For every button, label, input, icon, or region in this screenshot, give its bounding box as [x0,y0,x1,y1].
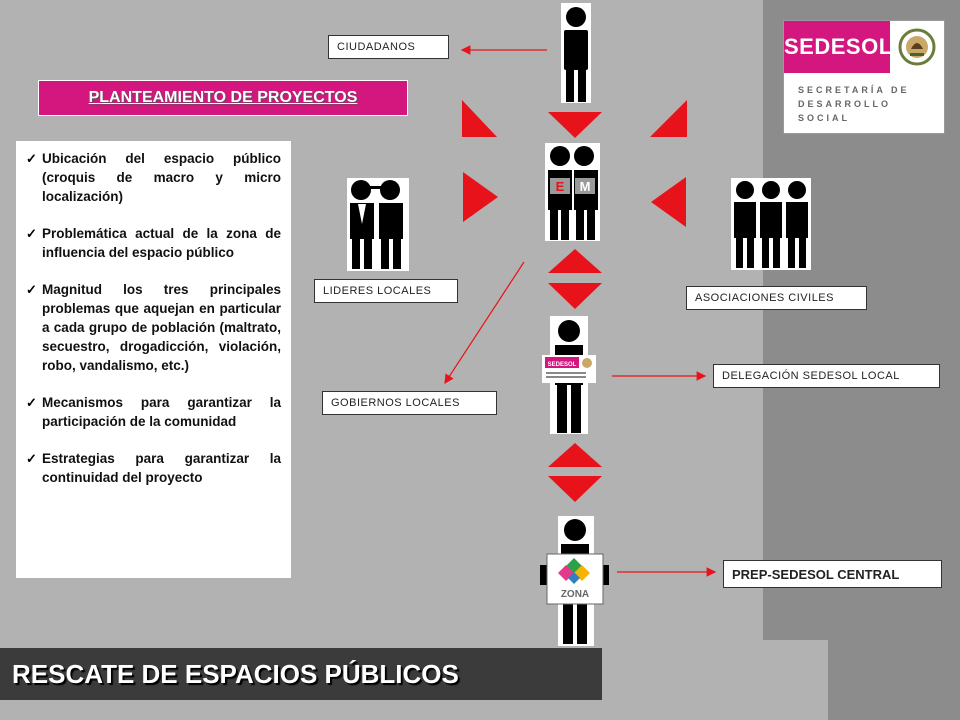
list-item: ✓ Problemática actual de la zona de infl… [26,226,281,260]
arrow-down-triangle [548,112,602,138]
citizen-figure-icon [561,3,591,103]
checkmark-icon: ✓ [26,395,37,410]
label-delegacion-sedesol-local: DELEGACIÓN SEDESOL LOCAL [713,364,940,388]
sedesol-logo: SEDESOL SECRETARÍA DE DESARROLLO SOCIAL [783,20,945,134]
checkmark-icon: ✓ [26,451,37,466]
sign-letter-e: E [556,179,565,194]
arrow-down-triangle [548,476,602,502]
arrow-diagonal-left [462,100,497,137]
leaders-figure-icon [347,178,409,271]
list-item: ✓ Ubicación del espacio público (croquis… [26,151,281,204]
arrow-down-triangle [548,283,602,309]
section-title-box: PLANTEAMIENTO DE PROYECTOS [38,80,408,116]
central-group-figure-icon: E M [545,143,600,241]
arrow-up-triangle [548,443,602,467]
label-asociaciones-civiles: ASOCIACIONES CIVILES [686,286,867,310]
checklist-panel: ✓ Ubicación del espacio público (croquis… [16,141,291,578]
footer-title: RESCATE DE ESPACIOS PÚBLICOS [12,658,459,689]
label-lideres-locales: LIDERES LOCALES [314,279,458,303]
list-item: ✓ Estrategias para garantizar la continu… [26,451,281,485]
label-prep-sedesol-central: PREP-SEDESOL CENTRAL [723,560,942,588]
associations-figure-icon [731,178,811,270]
checkmark-icon: ✓ [26,151,37,166]
arrow-up-triangle [548,249,602,273]
zona-badge: ZONA [561,589,589,600]
small-sedesol-badge: SEDESOL [548,362,577,368]
logo-name: SEDESOL [784,21,892,73]
delegation-figure-icon: SEDESOL [542,316,596,434]
prep-figure-icon: ZONA [540,516,609,646]
arrow-to-gobiernos [444,261,525,385]
logo-subtitle: SECRETARÍA DE DESARROLLO SOCIAL [798,85,910,123]
sign-letter-m: M [580,179,591,194]
section-title: PLANTEAMIENTO DE PROYECTOS [88,89,358,106]
label-gobiernos-locales: GOBIERNOS LOCALES [322,391,497,415]
checkmark-icon: ✓ [26,226,37,241]
list-item: ✓ Magnitud los tres principales problema… [26,282,281,373]
label-ciudadanos: CIUDADANOS [328,35,449,59]
footer-title-bar: RESCATE DE ESPACIOS PÚBLICOS [0,648,602,700]
mexico-seal-icon [890,21,944,73]
checkmark-icon: ✓ [26,282,37,297]
list-item: ✓ Mecanismos para garantizar la particip… [26,395,281,429]
arrow-diagonal-right [650,100,687,137]
arrow-right-triangle [463,172,498,222]
arrow-left-triangle [651,177,686,227]
